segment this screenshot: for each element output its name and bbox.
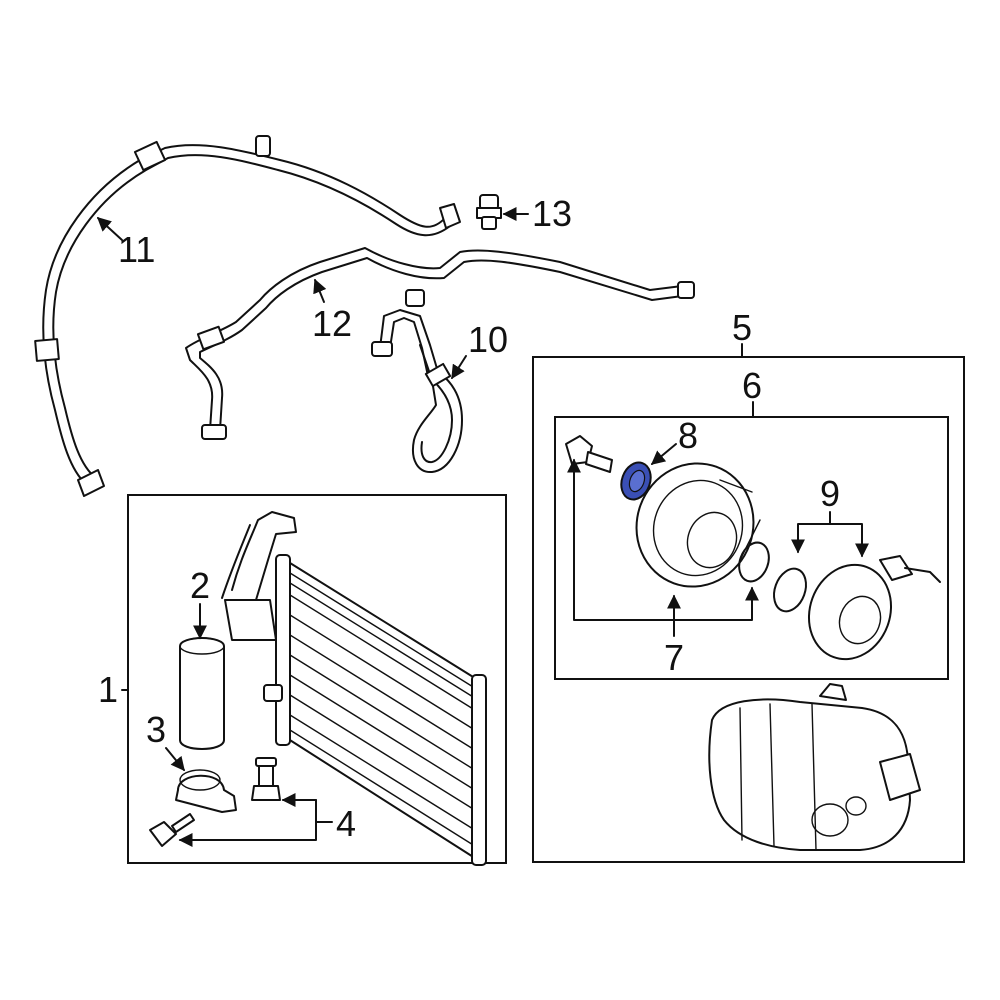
compressor-illustration [708,683,921,851]
condenser-illustration [221,511,487,866]
callout-numbers: 11 13 12 10 5 6 8 9 7 2 1 3 4 [98,193,840,844]
hose-10-illustration [371,289,463,474]
callout-6: 6 [742,365,762,406]
bolt-4b-illustration [149,813,195,847]
snap-ring-b-illustration [773,567,807,613]
fitting-13-illustration [476,194,502,230]
condenser-assembly-box [127,494,507,864]
callout-8: 8 [678,415,698,456]
compressor-assembly-box [532,356,965,863]
callout-13: 13 [532,193,572,234]
bolt-4a-illustration [251,757,281,801]
bracket-3-illustration [175,769,237,813]
callout-12: 12 [312,303,352,344]
hose-11-illustration [34,135,461,497]
callout-5: 5 [732,307,752,348]
field-coil-illustration [807,555,941,661]
callout-4: 4 [336,803,356,844]
callout-1: 1 [98,669,118,710]
callout-9: 9 [820,473,840,514]
leader-lines [96,207,869,847]
hose-12-illustration [185,247,695,440]
receiver-drier-2-illustration [179,637,225,750]
callout-3: 3 [146,709,166,750]
callout-10: 10 [468,319,508,360]
callout-11: 11 [118,229,155,270]
callout-2: 2 [190,565,210,606]
clutch-assembly-box [554,416,949,680]
clutch-bolt-illustration [565,435,613,473]
callout-7: 7 [664,637,684,678]
